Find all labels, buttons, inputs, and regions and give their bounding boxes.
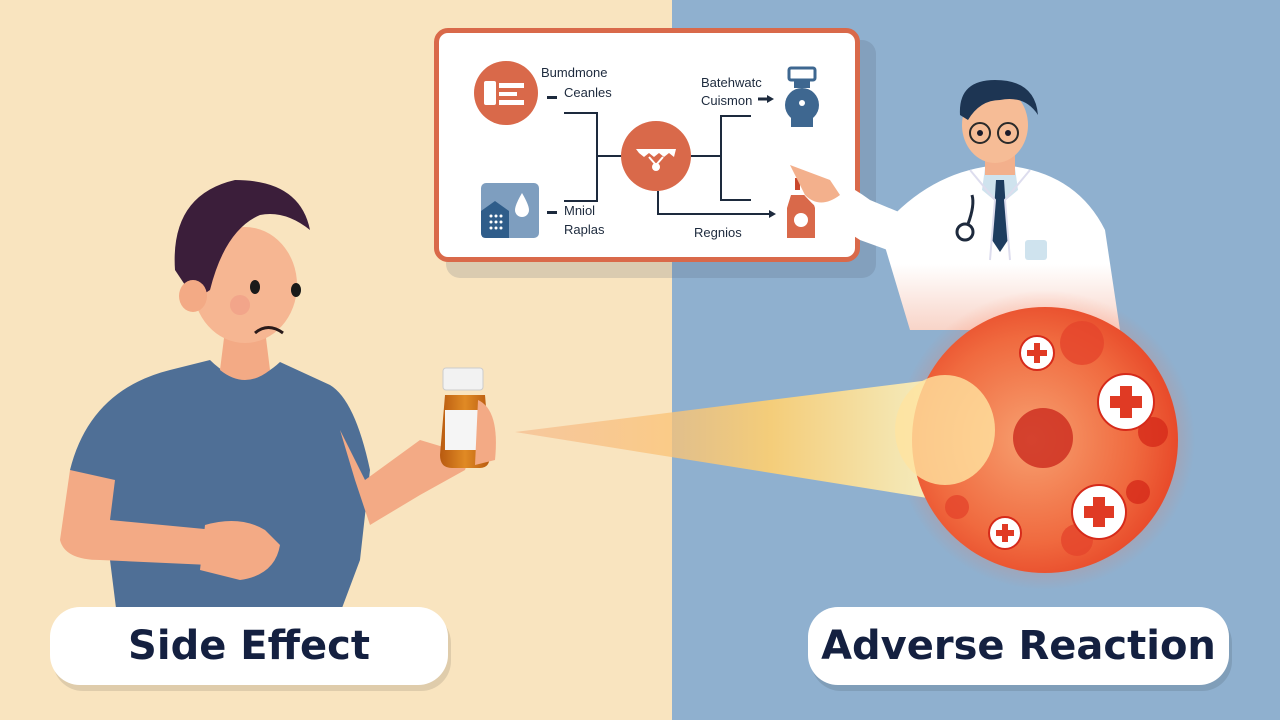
doctor-figure bbox=[790, 80, 1120, 330]
side-effect-label: Side Effect bbox=[50, 607, 448, 685]
medical-cross-icon bbox=[988, 516, 1022, 550]
water-icon bbox=[481, 183, 539, 238]
adverse-reaction-orb bbox=[515, 290, 1195, 590]
device-icon bbox=[785, 66, 819, 127]
medical-cross-icon bbox=[1071, 484, 1127, 540]
board-label: Bumdmone bbox=[541, 65, 608, 80]
medical-cross-icon bbox=[1097, 373, 1155, 431]
board-label: Raplas bbox=[564, 222, 605, 237]
adverse-reaction-label: Adverse Reaction bbox=[808, 607, 1229, 685]
beam bbox=[515, 380, 940, 500]
medical-cross-icon bbox=[1019, 335, 1055, 371]
pill-bottle-icon bbox=[440, 367, 496, 468]
board-label: Regnios bbox=[694, 225, 742, 240]
process-node-icon bbox=[621, 121, 691, 191]
board-label: Batehwatc bbox=[701, 75, 762, 90]
board-label: Ceanles bbox=[564, 85, 612, 100]
board-label: Mniol bbox=[564, 203, 596, 218]
diagram-lines bbox=[474, 61, 819, 238]
document-icon bbox=[474, 61, 538, 125]
patient-figure bbox=[60, 180, 470, 640]
diagram-board: Bumdmone Ceanles Batehwatc Cuismon Mniol… bbox=[434, 28, 860, 262]
board-label: Cuismon bbox=[701, 93, 753, 108]
